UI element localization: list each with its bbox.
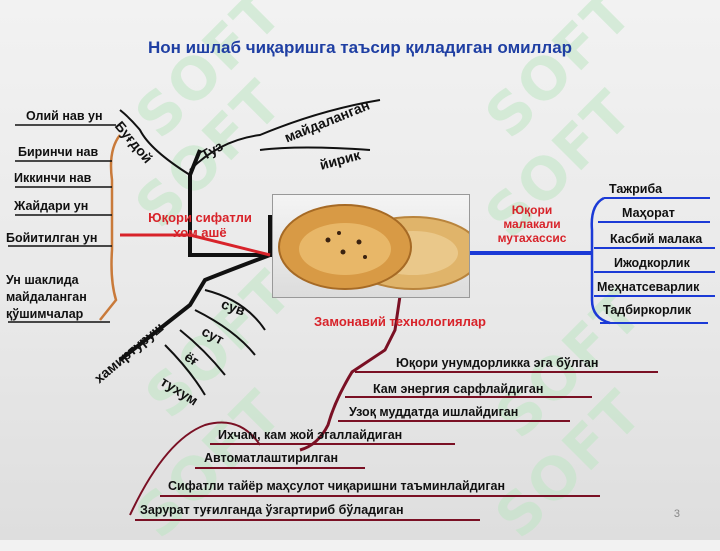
dough-branch	[204, 289, 266, 331]
specialist-item: Маҳорат	[622, 206, 675, 220]
dough-branch	[179, 329, 226, 376]
flour-item: майдаланган	[6, 290, 87, 304]
page-title: Нон ишлаб чиқаришга таъсир қиладиган оми…	[147, 38, 573, 57]
raw-red-link	[120, 233, 271, 257]
specialists-label: Юқори малакали мутахассис	[497, 203, 567, 245]
salt-branch	[189, 99, 381, 171]
tech-item: Узоқ муддатда ишлайдиган	[349, 405, 519, 419]
specialist-item: Тадбиркорлик	[603, 303, 692, 317]
flour-item: Биринчи нав	[18, 145, 99, 159]
raw-materials-label: Юқори сифатли хом ашё	[148, 210, 252, 240]
flour-item: Олий нав ун	[26, 109, 103, 123]
tech-item: Автоматлаштирилган	[204, 451, 339, 465]
raw-lower-branch	[118, 253, 271, 362]
flour-item: Бойитилган ун	[6, 231, 98, 245]
bread-photo	[272, 194, 470, 298]
tech-item: Сифатли тайёр маҳсулот чиқаришни таъминл…	[168, 479, 506, 493]
flour-item: қўшимчалар	[6, 307, 84, 321]
tech-item: Ихчам, кам жой эгаллайдиган	[218, 428, 403, 442]
tech-item: Зарурат туғилганда ўзгартириб бўладиган	[140, 503, 404, 517]
tech-item: Кам энергия сарфлайдиган	[373, 382, 544, 396]
flour-item: Ун шаклида	[6, 273, 79, 287]
specialist-brace	[590, 196, 611, 325]
flour-branch	[119, 109, 191, 176]
tech-item: Юқори унумдорликка эга бўлган	[396, 356, 599, 370]
flour-list-brace	[99, 134, 122, 321]
specialist-item: Касбий малака	[610, 232, 703, 246]
tech-curve	[129, 421, 261, 516]
flour-item: Жайдари ун	[14, 199, 89, 213]
dough-branch	[194, 309, 256, 356]
specialist-item: Тажриба	[609, 182, 663, 196]
page-number: 3	[673, 508, 680, 520]
specialist-item: Меҳнатсеварлик	[597, 280, 700, 294]
technology-label: Замонавий технологиялар	[314, 314, 487, 329]
dough-branch	[164, 344, 206, 396]
flour-item: Иккинчи нав	[14, 171, 92, 185]
specialist-item: Ижодкорлик	[614, 256, 690, 270]
salt-branch	[259, 146, 371, 151]
